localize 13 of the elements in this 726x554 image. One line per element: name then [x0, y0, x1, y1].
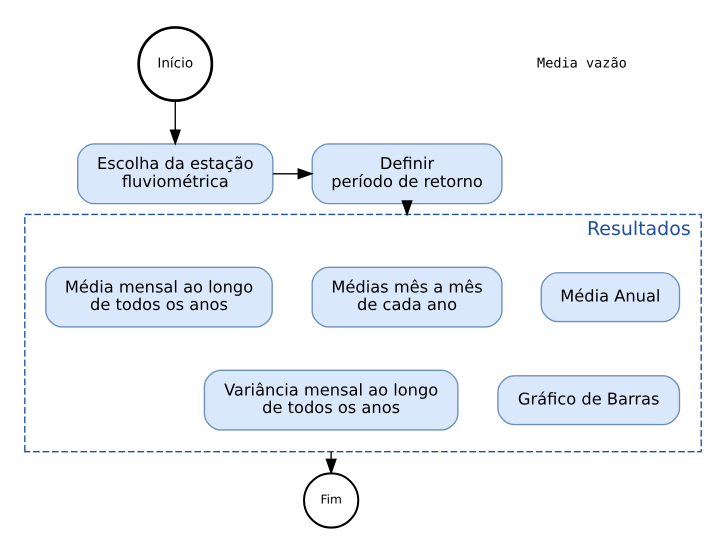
- node-circle: Fim: [303, 472, 360, 528]
- arrow: [401, 200, 413, 216]
- node-box: Média mensal ao longo de todos os anos: [45, 266, 273, 328]
- node-box: Média Anual: [540, 272, 680, 322]
- label: Media vazão: [537, 54, 627, 71]
- node-circle: Início: [137, 26, 214, 102]
- node-box: Variância mensal ao longo de todos os anos: [204, 369, 459, 430]
- node-box: Médias mês a mês de cada ano: [312, 266, 503, 328]
- node-box: Gráfico de Barras: [497, 374, 680, 425]
- arrow: [273, 168, 314, 179]
- node-box: Escolha da estação fluviométrica: [77, 142, 274, 204]
- arrow: [325, 451, 337, 474]
- arrow: [170, 100, 181, 146]
